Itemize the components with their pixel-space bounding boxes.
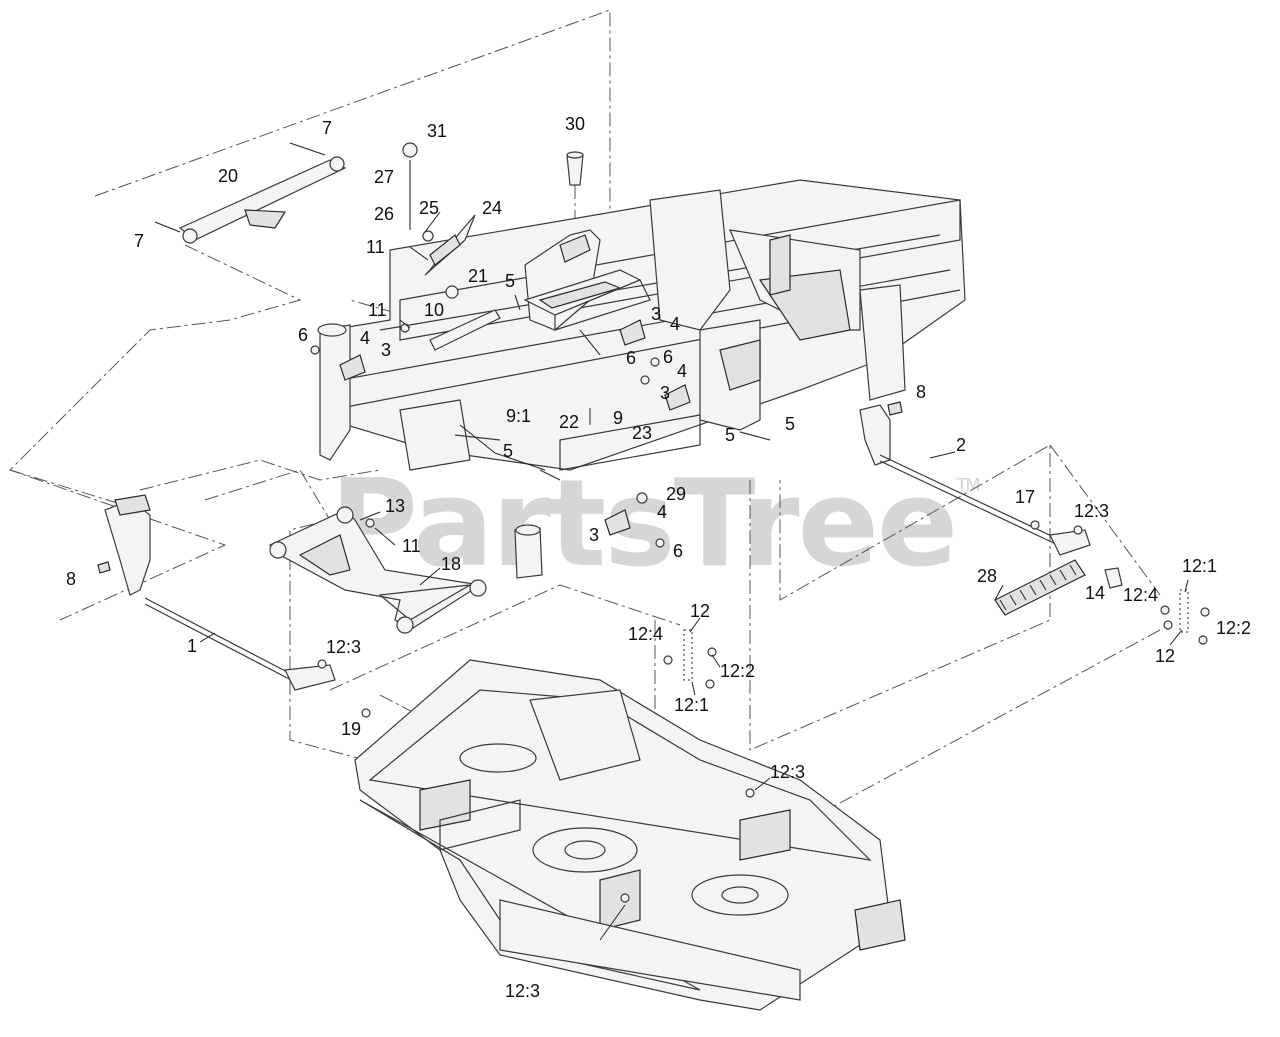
callout-6: 6 (663, 347, 673, 367)
callout-11: 11 (368, 300, 387, 320)
callout-5: 5 (725, 425, 735, 445)
tractor-frame (317, 179, 966, 579)
callout-6: 6 (298, 325, 308, 345)
callout-11: 11 (366, 237, 385, 257)
callout-12: 12 (690, 601, 710, 621)
callout-4: 4 (657, 502, 667, 522)
part-28-spring (994, 559, 1086, 616)
callout-5: 5 (785, 414, 795, 434)
callout-22: 22 (559, 412, 579, 432)
callout-12-3: 12:3 (326, 637, 361, 657)
callout-9-1: 9:1 (506, 406, 531, 426)
callout-14: 14 (1085, 583, 1105, 603)
callout-12-3: 12:3 (770, 762, 805, 782)
part-2-rod (879, 454, 1123, 589)
part-3-4-brackets (310, 319, 691, 548)
callout-7: 7 (322, 118, 332, 138)
callout-12-3: 12:3 (1074, 501, 1109, 521)
part-8-left-lift-bracket (97, 494, 151, 596)
callout-28: 28 (977, 566, 997, 586)
callout-7: 7 (134, 231, 144, 251)
part-9-pedal (523, 269, 651, 356)
callout-6: 6 (673, 541, 683, 561)
callout-11: 11 (402, 536, 421, 556)
callout-12-3: 12:3 (505, 981, 540, 1001)
callout-12-1: 12:1 (1182, 556, 1217, 576)
part-1-rod (144, 597, 336, 691)
part-12-chains (317, 525, 1210, 903)
callout-4: 4 (670, 314, 680, 334)
callout-10: 10 (424, 300, 444, 320)
callout-3: 3 (381, 340, 391, 360)
callout-12-4: 12:4 (628, 624, 663, 644)
callout-31: 31 (427, 121, 447, 141)
callout-24: 24 (482, 198, 502, 218)
part-20-lift-arm (154, 142, 347, 244)
part-10-plate (400, 309, 501, 351)
callout-26: 26 (374, 204, 394, 224)
callout-25: 25 (419, 198, 439, 218)
callout-5: 5 (503, 441, 513, 461)
callout-4: 4 (677, 361, 687, 381)
part-18-arm (268, 506, 487, 634)
callout-2: 2 (956, 435, 966, 455)
callout-12-2: 12:2 (1216, 618, 1251, 638)
callout-9: 9 (613, 408, 623, 428)
callout-20: 20 (218, 166, 238, 186)
callout-3: 3 (660, 383, 670, 403)
callout-29: 29 (666, 484, 686, 504)
part-30-knob (566, 151, 584, 186)
callout-12: 12 (1155, 646, 1175, 666)
callout-3: 3 (589, 525, 599, 545)
callout-8: 8 (66, 569, 76, 589)
callout-13: 13 (385, 496, 405, 516)
callout-19: 19 (341, 719, 361, 739)
callout-8: 8 (916, 382, 926, 402)
callout-4: 4 (360, 328, 370, 348)
callout-21: 21 (468, 266, 488, 286)
callout-30: 30 (565, 114, 585, 134)
callout-12-1: 12:1 (674, 695, 709, 715)
callout-5: 5 (505, 271, 515, 291)
callout-17: 17 (1015, 487, 1035, 507)
callout-labels: 7 31 30 20 27 26 25 24 7 11 21 5 11 10 3… (66, 114, 1251, 1001)
callout-12-4: 12:4 (1123, 585, 1158, 605)
part-24-bracket (402, 142, 476, 299)
callout-18: 18 (441, 554, 461, 574)
leader-lines (199, 211, 1189, 941)
callout-23: 23 (632, 423, 652, 443)
callout-12-2: 12:2 (720, 661, 755, 681)
callout-3: 3 (651, 304, 661, 324)
mower-deck (354, 659, 906, 1011)
callout-1: 1 (187, 636, 197, 656)
callout-6: 6 (626, 348, 636, 368)
part-5-bolts (454, 294, 771, 481)
callout-27: 27 (374, 167, 394, 187)
